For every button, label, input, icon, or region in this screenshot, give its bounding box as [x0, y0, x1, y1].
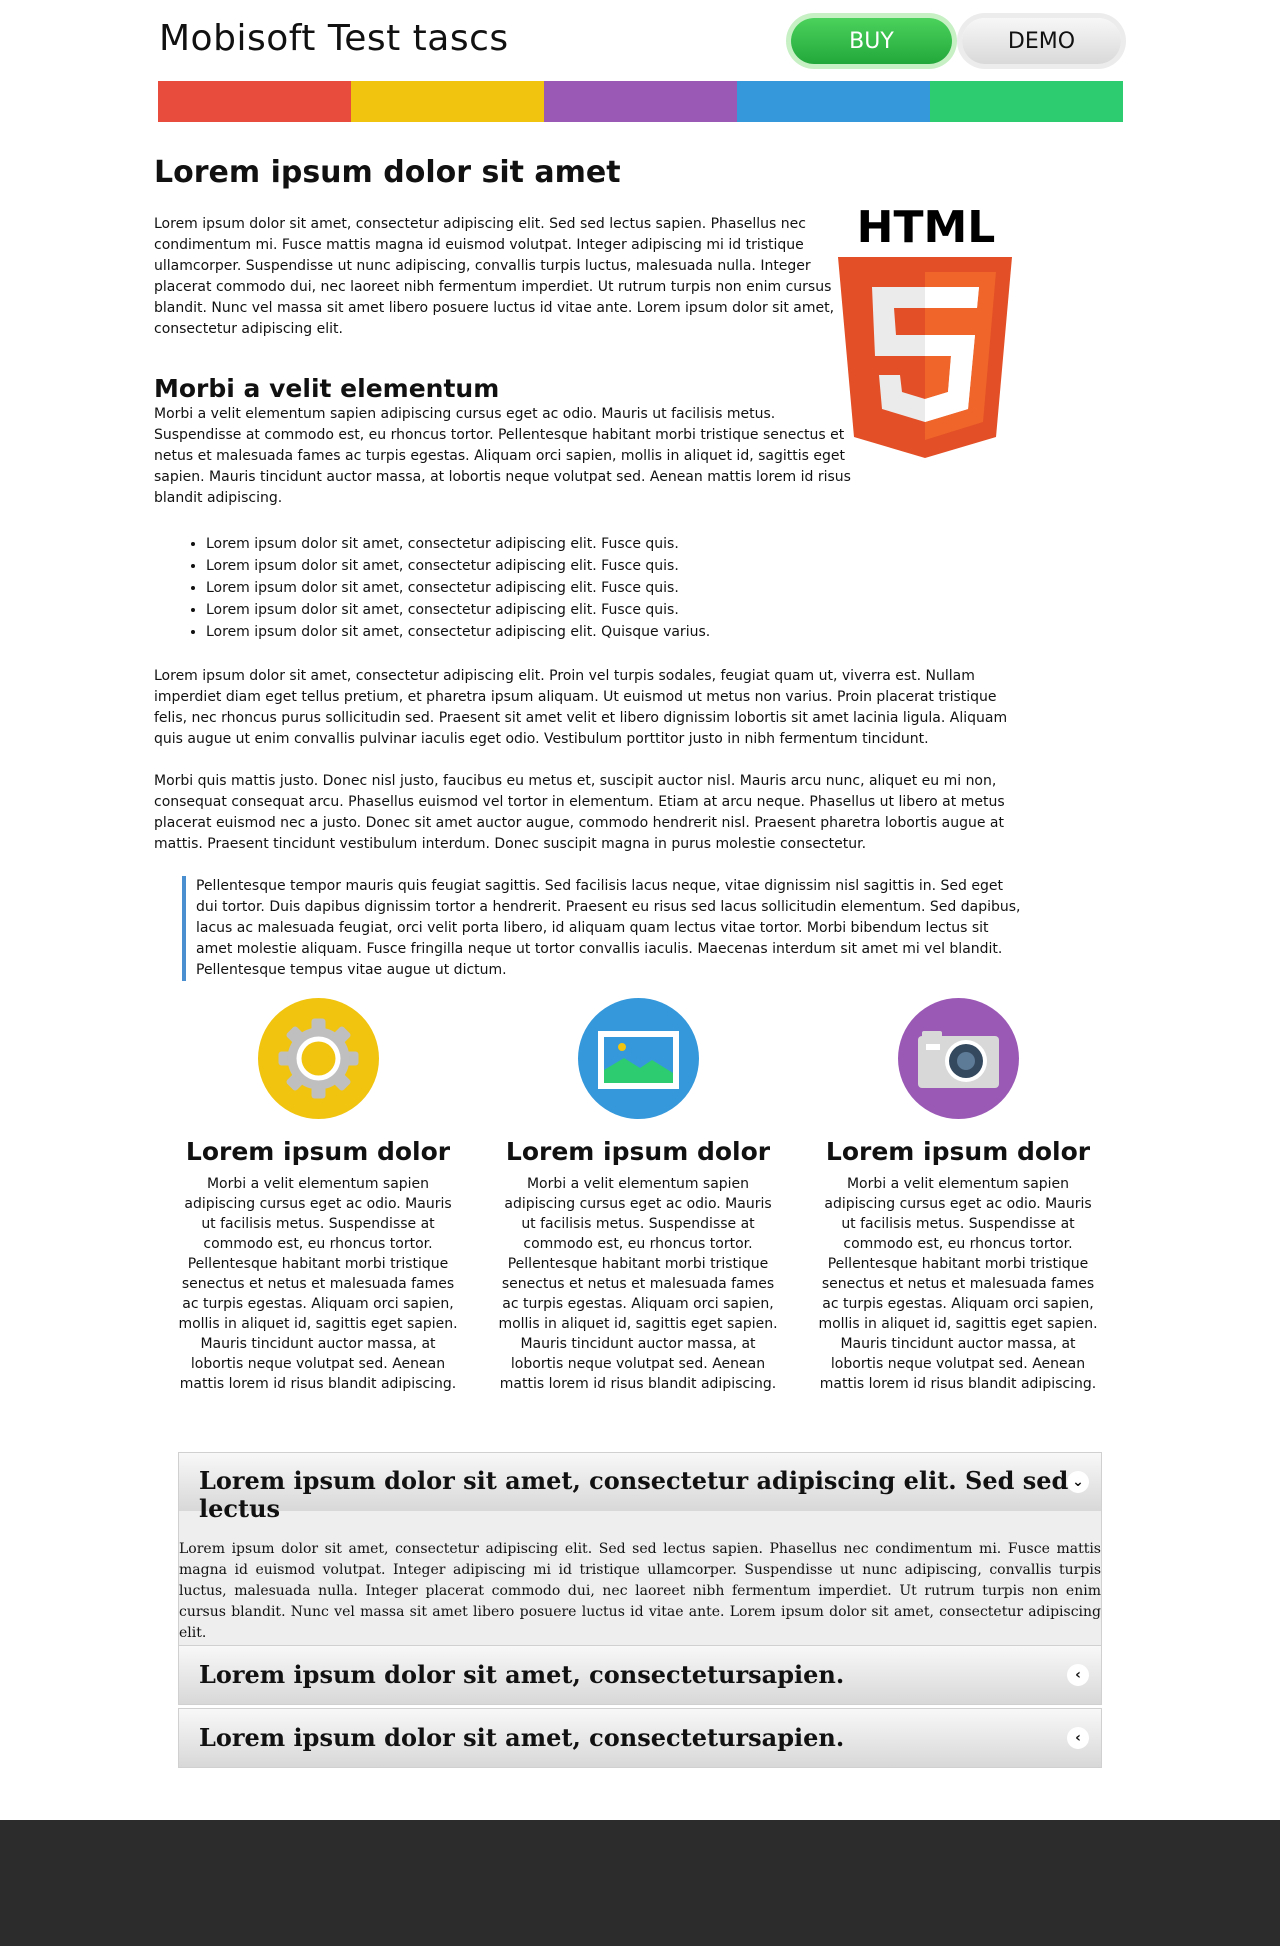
color-bar-green	[930, 81, 1123, 122]
accordion-item-3: Lorem ipsum dolor sit amet, consecteturs…	[178, 1708, 1102, 1768]
list-item: Lorem ipsum dolor sit amet, consectetur …	[206, 621, 710, 643]
section-paragraph: Morbi a velit elementum sapien adipiscin…	[154, 406, 851, 506]
html5-logo: HTML	[838, 202, 1012, 458]
accordion-header[interactable]: Lorem ipsum dolor sit amet, consecteturs…	[179, 1646, 1101, 1704]
demo-button[interactable]: DEMO	[962, 18, 1121, 64]
page-title: Lorem ipsum dolor sit amet	[154, 155, 621, 190]
accordion-title: Lorem ipsum dolor sit amet, consectetur …	[199, 1466, 1069, 1523]
body-paragraph-2: Morbi quis mattis justo. Donec nisl just…	[154, 773, 1005, 852]
color-bar	[158, 81, 1123, 122]
color-bar-blue	[737, 81, 930, 122]
feature-picture: Lorem ipsum dolor Morbi a velit elementu…	[493, 998, 783, 1394]
gear-icon	[257, 998, 379, 1119]
bullet-list: Lorem ipsum dolor sit amet, consectetur …	[206, 533, 710, 643]
footer	[0, 1820, 1280, 1946]
color-bar-red	[158, 81, 351, 122]
list-item: Lorem ipsum dolor sit amet, consectetur …	[206, 577, 710, 599]
color-bar-yellow	[351, 81, 544, 122]
accordion-title: Lorem ipsum dolor sit amet, consecteturs…	[199, 1660, 845, 1689]
feature-title: Lorem ipsum dolor	[505, 1137, 771, 1166]
picture-icon	[577, 998, 699, 1119]
feature-text: Morbi a velit elementum sapien adipiscin…	[498, 1176, 778, 1392]
chevron-left-icon[interactable]: ‹	[1067, 1664, 1089, 1686]
list-item: Lorem ipsum dolor sit amet, consectetur …	[206, 599, 710, 621]
list-item: Lorem ipsum dolor sit amet, consectetur …	[206, 555, 710, 577]
accordion-item-2: Lorem ipsum dolor sit amet, consecteturs…	[178, 1645, 1102, 1705]
camera-icon	[897, 998, 1019, 1119]
intro-paragraph: Lorem ipsum dolor sit amet, consectetur …	[154, 216, 835, 337]
chevron-down-icon[interactable]: ⌄	[1067, 1471, 1089, 1493]
body-paragraph-1: Lorem ipsum dolor sit amet, consectetur …	[154, 668, 1008, 747]
feature-gear: Lorem ipsum dolor Morbi a velit elementu…	[173, 998, 463, 1394]
feature-title: Lorem ipsum dolor	[825, 1137, 1091, 1166]
accordion-header[interactable]: Lorem ipsum dolor sit amet, consectetur …	[179, 1453, 1101, 1523]
list-item: Lorem ipsum dolor sit amet, consectetur …	[206, 533, 710, 555]
accordion-item-1: Lorem ipsum dolor sit amet, consectetur …	[178, 1452, 1102, 1659]
accordion-title: Lorem ipsum dolor sit amet, consecteturs…	[199, 1723, 845, 1752]
buy-button[interactable]: BUY	[791, 18, 952, 64]
feature-text: Morbi a velit elementum sapien adipiscin…	[818, 1176, 1098, 1392]
accordion-header[interactable]: Lorem ipsum dolor sit amet, consecteturs…	[179, 1709, 1101, 1767]
feature-camera: Lorem ipsum dolor Morbi a velit elementu…	[813, 998, 1103, 1394]
section-subtitle: Morbi a velit elementum	[154, 374, 500, 403]
chevron-left-icon[interactable]: ‹	[1067, 1727, 1089, 1749]
site-title: Mobisoft Test tascs	[159, 18, 509, 59]
feature-text: Morbi a velit elementum sapien adipiscin…	[178, 1176, 458, 1392]
feature-title: Lorem ipsum dolor	[185, 1137, 451, 1166]
blockquote: Pellentesque tempor mauris quis feugiat …	[182, 876, 1022, 981]
accordion-body: Lorem ipsum dolor sit amet, consectetur …	[179, 1511, 1101, 1658]
color-bar-purple	[544, 81, 737, 122]
html5-logo-text: HTML	[857, 202, 996, 253]
